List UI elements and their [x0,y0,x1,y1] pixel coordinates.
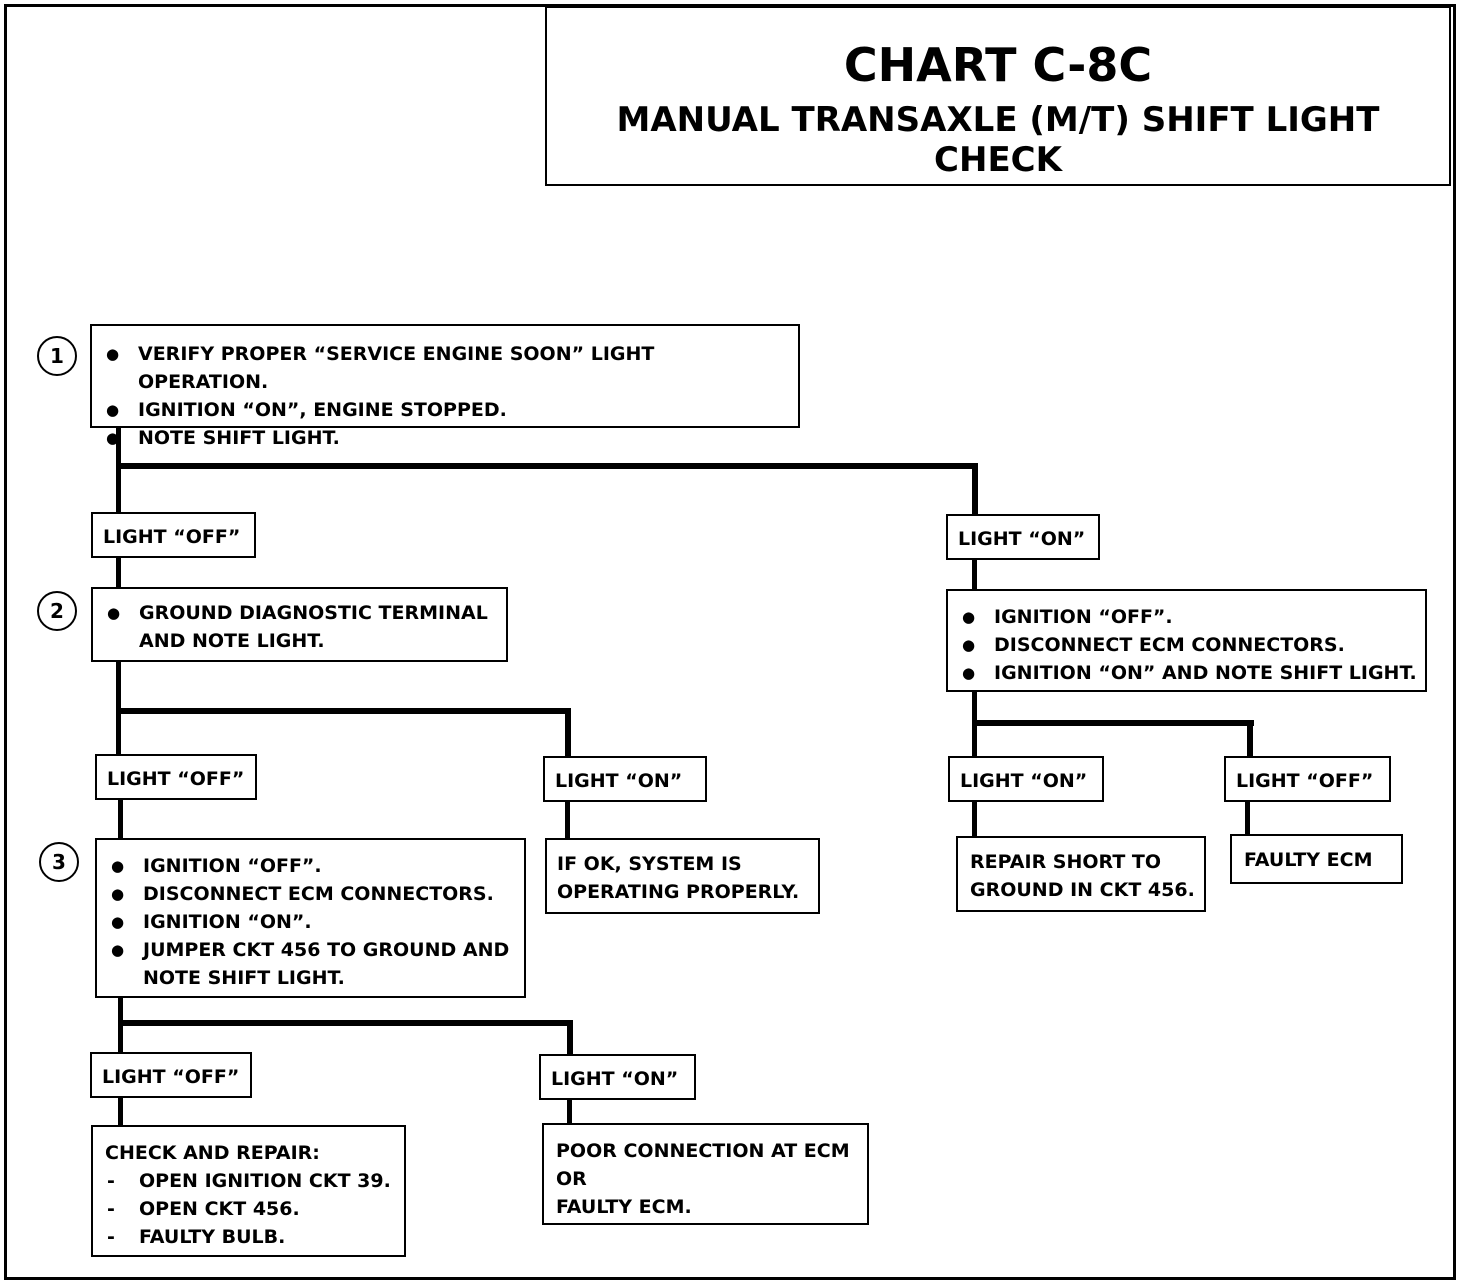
connector-line [972,558,977,590]
right-check-item: IGNITION “ON” AND NOTE SHIFT LIGHT. [960,659,1417,687]
step-2-line: GROUND DIAGNOSTIC TERMINAL [105,599,496,627]
connector-line [118,798,123,840]
connector-line [116,556,121,588]
step-3-item: IGNITION “ON”. [109,908,516,936]
light-off-label: LIGHT “OFF” [95,754,257,800]
check-repair-item: OPEN CKT 456. [105,1195,396,1223]
right-check-item: DISCONNECT ECM CONNECTORS. [960,631,1417,659]
connector-line [118,1020,573,1026]
connector-line [116,463,978,469]
connector-line [972,800,977,838]
repair-short-line: REPAIR SHORT TO [970,851,1162,873]
right-check-box: IGNITION “OFF”. DISCONNECT ECM CONNECTOR… [946,589,1427,692]
repair-short-line: GROUND IN CKT 456. [970,879,1195,901]
chart-title: CHART C-8C [843,38,1153,92]
check-repair-box: CHECK AND REPAIR: OPEN IGNITION CKT 39. … [91,1125,406,1257]
connector-line [1247,720,1253,758]
connector-line [1245,800,1250,836]
faulty-ecm-text: FAULTY ECM [1244,849,1373,871]
connector-line [972,463,978,514]
step-3-item: DISCONNECT ECM CONNECTORS. [109,880,516,908]
step-3-box: IGNITION “OFF”. DISCONNECT ECM CONNECTOR… [95,838,526,998]
step-1-item: IGNITION “ON”, ENGINE STOPPED. [104,396,788,424]
step-2-box: GROUND DIAGNOSTIC TERMINAL AND NOTE LIGH… [91,587,508,662]
faulty-ecm-box: FAULTY ECM [1230,834,1403,884]
connector-line [116,426,121,512]
connector-line [972,720,1254,726]
step-3-item: JUMPER CKT 456 TO GROUND AND NOTE SHIFT … [109,936,516,992]
step-2-text: GROUND DIAGNOSTIC TERMINAL [139,602,488,624]
step-1-item: NOTE SHIFT LIGHT. [104,424,788,452]
connector-line [567,1020,573,1054]
right-check-item: IGNITION “OFF”. [960,603,1417,631]
light-on-label: LIGHT “ON” [946,514,1100,560]
step-2-text-continued: AND NOTE LIGHT. [139,630,325,652]
connector-line [118,1097,123,1127]
light-off-label: LIGHT “OFF” [90,1052,252,1098]
outer-border [4,4,1456,1280]
light-on-label: LIGHT “ON” [539,1054,696,1100]
light-on-label: LIGHT “ON” [948,756,1104,802]
system-ok-line: IF OK, SYSTEM IS [557,853,742,875]
check-repair-item: FAULTY BULB. [105,1223,396,1251]
light-off-label: LIGHT “OFF” [91,512,256,558]
poor-connection-line: POOR CONNECTION AT ECM [556,1140,850,1162]
system-ok-box: IF OK, SYSTEM IS OPERATING PROPERLY. [545,838,820,914]
title-box: CHART C-8C MANUAL TRANSAXLE (M/T) SHIFT … [545,6,1451,186]
system-ok-line: OPERATING PROPERLY. [557,881,800,903]
step-3-marker: 3 [39,842,79,882]
light-off-label: LIGHT “OFF” [1224,756,1391,802]
poor-connection-line: OR [556,1168,587,1190]
connector-line [565,708,571,756]
poor-connection-box: POOR CONNECTION AT ECM OR FAULTY ECM. [542,1123,869,1225]
poor-connection-line: FAULTY ECM. [556,1196,692,1218]
check-repair-item: OPEN IGNITION CKT 39. [105,1167,396,1195]
connector-line [116,660,121,754]
connector-line [565,800,570,840]
chart-subtitle: MANUAL TRANSAXLE (M/T) SHIFT LIGHT CHECK [616,100,1380,180]
connector-line [116,708,571,714]
step-3-item: IGNITION “OFF”. [109,852,516,880]
step-1-marker: 1 [37,336,77,376]
connector-line [567,1097,572,1125]
step-1-item: VERIFY PROPER “SERVICE ENGINE SOON” LIGH… [104,340,788,396]
step-2-marker: 2 [37,591,77,631]
check-repair-heading: CHECK AND REPAIR: [105,1142,320,1164]
repair-short-box: REPAIR SHORT TO GROUND IN CKT 456. [956,836,1206,912]
step-1-box: VERIFY PROPER “SERVICE ENGINE SOON” LIGH… [90,324,800,452]
light-on-label: LIGHT “ON” [543,756,707,802]
